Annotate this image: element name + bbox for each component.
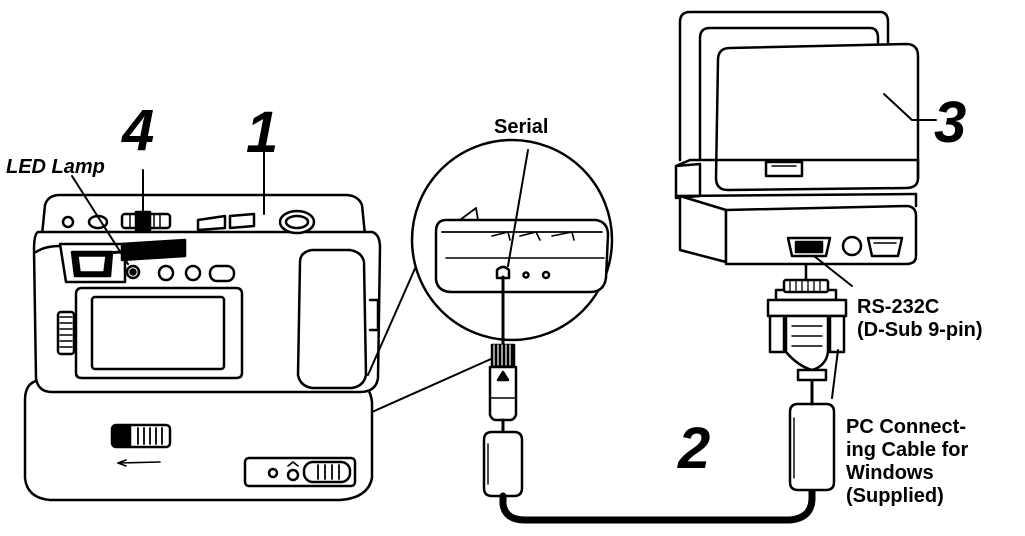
pc-cable-label-line: PC Connect- bbox=[846, 416, 966, 438]
callout-2: 2 bbox=[678, 416, 711, 481]
pc-cable-label: PC Connect- ing Cable for Windows (Suppl… bbox=[846, 416, 968, 508]
personal-computer bbox=[674, 10, 920, 266]
camera-cradle bbox=[23, 378, 374, 502]
rs232c-label-line: (D-Sub 9-pin) bbox=[857, 319, 983, 341]
pc-cable-label-line: Windows bbox=[846, 462, 934, 484]
callout-4: 4 bbox=[122, 98, 155, 163]
serial-port-icon bbox=[495, 265, 511, 280]
pc-cable-label-line: (Supplied) bbox=[846, 485, 944, 507]
leader-lines bbox=[71, 93, 937, 399]
mode-switch-knob bbox=[134, 210, 152, 232]
pc-connecting-cable bbox=[482, 260, 848, 524]
rs232c-label: RS-232C (D-Sub 9-pin) bbox=[857, 296, 983, 342]
pc-cable-label-line: ing Cable for bbox=[846, 439, 969, 461]
serial-label: Serial bbox=[494, 116, 549, 138]
rs232c-label-line: RS-232C bbox=[857, 296, 940, 318]
led-lamp-label: LED Lamp bbox=[6, 156, 105, 178]
callout-3: 3 bbox=[934, 90, 967, 155]
digital-camera bbox=[32, 193, 382, 394]
callout-1: 1 bbox=[246, 100, 279, 165]
